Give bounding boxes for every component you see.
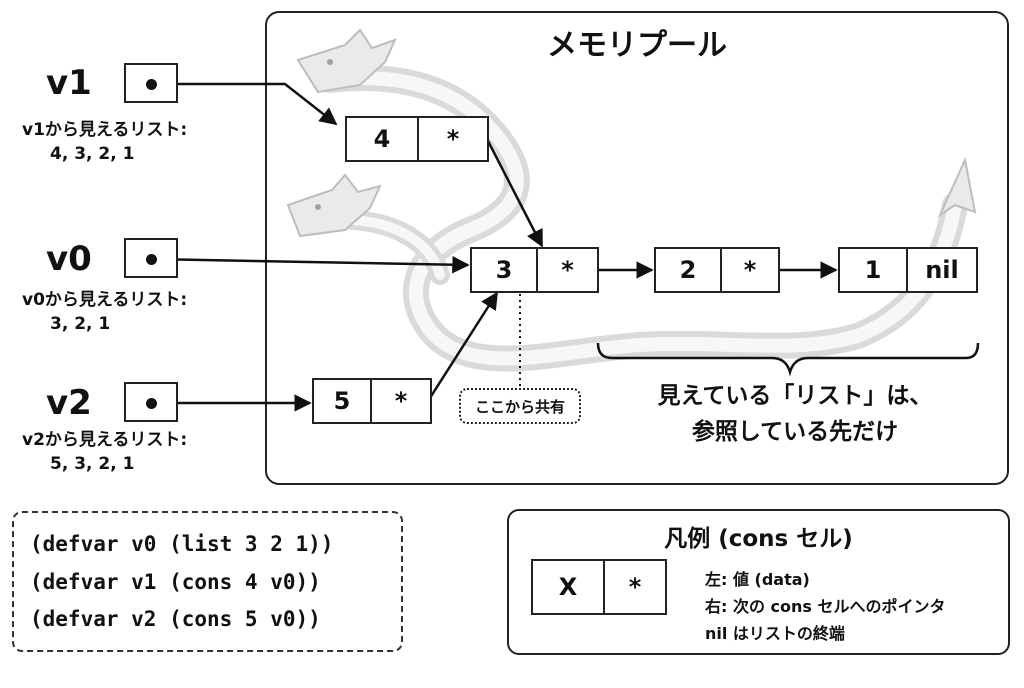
var-v2-box (124, 382, 178, 422)
caption-list: 4, 3, 2, 1 (50, 144, 135, 164)
caption-text: v2から見えるリスト: (22, 430, 188, 450)
cell-car: 5 (314, 380, 372, 422)
var-v1-box (124, 63, 178, 103)
memory-pool-title: メモリプール (547, 28, 727, 63)
var-v2-name: v2 (46, 383, 92, 423)
code-line: (defvar v2 (cons 5 v0)) (30, 607, 321, 631)
code-box (12, 511, 403, 652)
pointer-dot (146, 254, 157, 265)
cell-car: 1 (840, 249, 908, 291)
cell-car: 3 (472, 249, 538, 291)
brace (596, 342, 980, 377)
cell-car: 4 (347, 118, 419, 160)
cons-cell-5: 5 * (312, 378, 432, 424)
pointer-dot (146, 398, 157, 409)
legend-box (507, 509, 1010, 655)
brace-note-line1: 見えている「リスト」は、 (657, 383, 933, 409)
legend-line: 右: 次の cons セルへのポインタ (705, 597, 946, 616)
cell-cdr: * (561, 256, 574, 284)
dragon-illustration (286, 28, 977, 372)
cell-cdr: * (446, 125, 460, 153)
legend-line: 左: 値 (data) (705, 570, 810, 589)
arrow-cell4-to-cell3 (485, 138, 544, 248)
code-line: (defvar v0 (list 3 2 1)) (30, 532, 334, 556)
arrow-v1-to-cell4 (151, 82, 338, 126)
memory-pool-frame (265, 11, 1009, 485)
cons-cell-2: 2 * (654, 247, 780, 293)
cell-car: 2 (656, 249, 722, 291)
legend-cons-cell: X * (531, 559, 667, 615)
caption-text: v1から見えるリスト: (22, 120, 188, 140)
cell-cdr: * (628, 573, 642, 601)
legend-line: nil はリストの終端 (705, 624, 845, 643)
cell-car: X (533, 561, 605, 613)
cell-cdr: * (394, 387, 408, 415)
pointer-dot (146, 79, 157, 90)
cell-cdr: nil (925, 256, 959, 284)
var-v0-caption: v0から見えるリスト: 3, 2, 1 (22, 288, 187, 336)
cons-cell-4: 4 * (345, 116, 489, 162)
cons-cell-3: 3 * (470, 247, 599, 293)
var-v0-name: v0 (46, 239, 92, 279)
caption-text: v0から見えるリスト: (22, 290, 188, 310)
brace-note-line2: 参照している先だけ (691, 419, 899, 445)
caption-list: 5, 3, 2, 1 (50, 454, 135, 474)
arrow-v0-to-cell3 (150, 255, 470, 274)
var-v1-name: v1 (46, 63, 92, 103)
arrow-cell5-to-cell3 (426, 291, 499, 402)
code-line: (defvar v1 (cons 4 v0)) (30, 570, 321, 594)
shared-note: ここから共有 (459, 388, 581, 424)
caption-list: 3, 2, 1 (50, 314, 111, 334)
cell-cdr: * (743, 256, 757, 284)
var-v0-box (124, 238, 178, 278)
var-v1-caption: v1から見えるリスト: 4, 3, 2, 1 (22, 118, 187, 166)
var-v2-caption: v2から見えるリスト: 5, 3, 2, 1 (22, 428, 187, 476)
legend-title: 凡例 (cons セル) (664, 526, 853, 552)
cons-cell-1: 1 nil (838, 247, 978, 293)
